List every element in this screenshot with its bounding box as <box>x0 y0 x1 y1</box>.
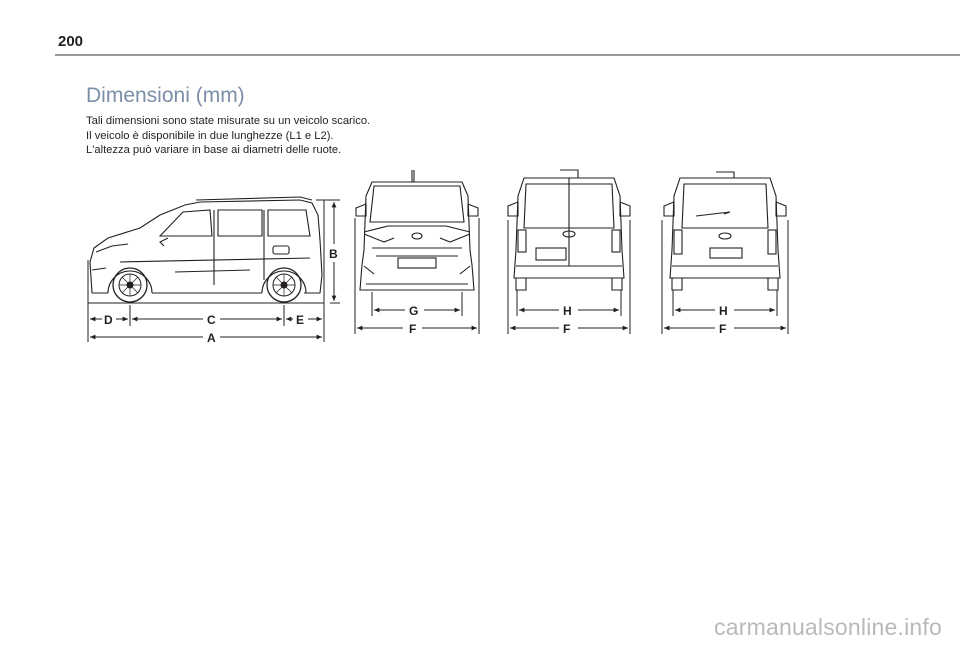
page-number: 200 <box>58 33 84 50</box>
dimension-label-e: E <box>296 313 304 327</box>
dimension-label-b: B <box>329 247 338 261</box>
rear-view-twin-doors-dimensions <box>507 220 631 334</box>
intro-line: L'altezza può variare in base ai diametr… <box>86 144 342 156</box>
header-rule <box>55 54 960 56</box>
intro-line: Tali dimensioni sono state misurate su u… <box>86 115 371 127</box>
dimension-label-a: A <box>207 331 216 345</box>
front-view-dimensions <box>354 218 480 334</box>
dimension-label-f: F <box>563 322 570 336</box>
section-title: Dimensioni (mm) <box>86 84 245 107</box>
side-view-dimensions <box>87 199 340 342</box>
dimension-label-h: H <box>563 304 572 318</box>
dimension-label-f: F <box>409 322 416 336</box>
dimension-label-d: D <box>104 313 113 327</box>
rear-view-twin-doors-vehicle <box>507 169 631 291</box>
intro-text: Tali dimensioni sono state misurate su u… <box>86 114 370 158</box>
dimension-label-f: F <box>719 322 726 336</box>
side-view-wheels <box>112 267 302 303</box>
rear-view-tailgate-vehicle <box>663 171 787 291</box>
dimension-label-g: G <box>409 304 418 318</box>
watermark: carmanualsonline.info <box>714 614 942 640</box>
side-view-vehicle <box>89 196 323 294</box>
intro-line: Il veicolo è disponibile in due lunghezz… <box>86 129 334 142</box>
front-view-vehicle <box>355 170 479 291</box>
dimension-label-h: H <box>719 304 728 318</box>
rear-view-tailgate-dimensions <box>661 220 789 334</box>
dimension-label-c: C <box>207 313 216 327</box>
